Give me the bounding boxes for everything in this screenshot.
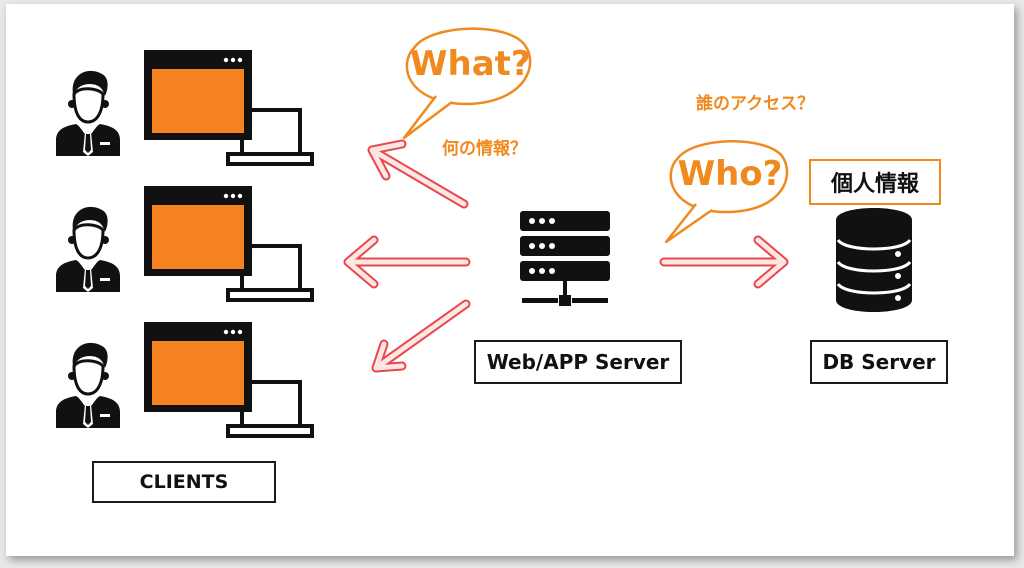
web-server-label: Web/APP Server (474, 340, 682, 384)
personal-info-label: 個人情報 (809, 159, 941, 205)
database-icon (836, 208, 912, 312)
browser-window-icon (142, 184, 314, 302)
businessman-icon (54, 341, 122, 430)
client-2 (54, 184, 314, 302)
client-3 (54, 320, 314, 438)
who-caption: 誰のアクセス？ (696, 94, 815, 114)
clients-label: CLIENTS (92, 461, 276, 503)
diagram-canvas: What? Who? 何の情報？ 誰のアクセス？ 個人情報 CLIENTS We… (6, 4, 1014, 556)
arrow-to-client-3 (371, 299, 471, 373)
client-1 (54, 48, 314, 166)
arrow-to-db (659, 235, 789, 289)
who-bubble-text: Who? (677, 154, 783, 194)
db-server-label: DB Server (810, 340, 948, 384)
who-speech-bubble (664, 140, 789, 244)
diagram-graphics (54, 27, 912, 438)
businessman-icon (54, 205, 122, 294)
arrow-to-client-2 (343, 235, 471, 289)
browser-window-icon (142, 48, 314, 166)
what-speech-bubble (402, 27, 532, 140)
browser-window-icon (142, 320, 314, 438)
businessman-icon (54, 69, 122, 158)
server-rack-icon (520, 211, 610, 306)
arrow-to-client-1 (367, 139, 469, 209)
what-bubble-text: What? (410, 44, 531, 84)
what-caption: 何の情報？ (442, 139, 527, 159)
